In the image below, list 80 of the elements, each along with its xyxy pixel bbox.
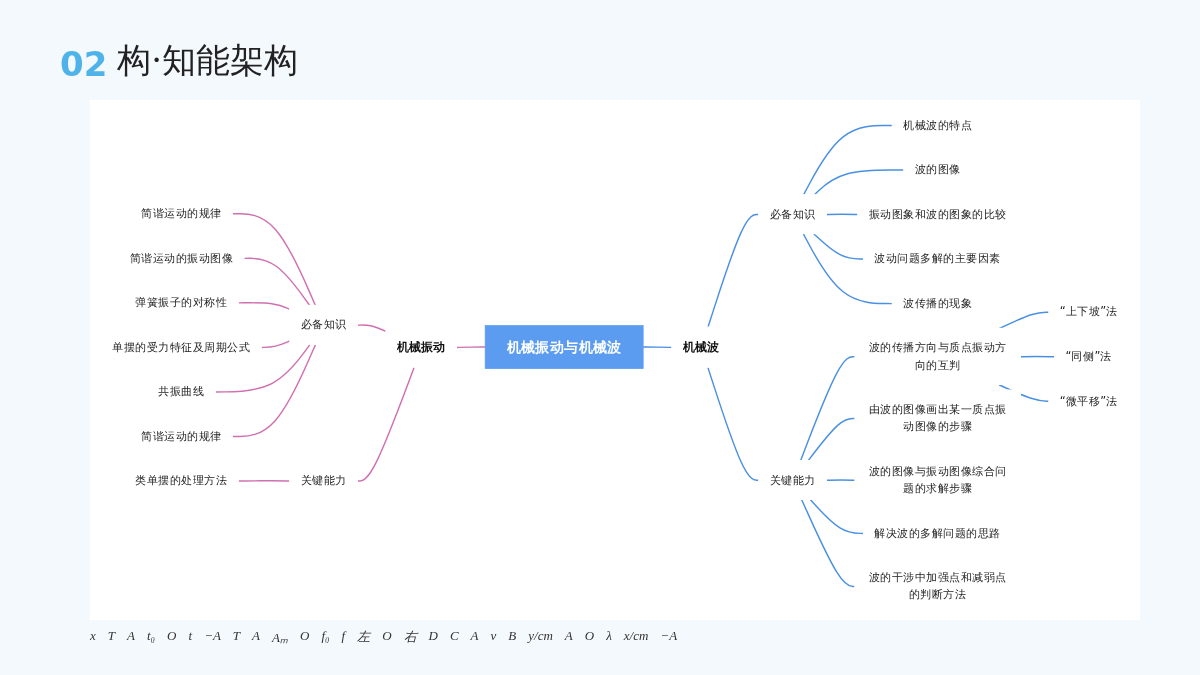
node-text: 简谐运动的规律 [141, 428, 222, 443]
connector [807, 417, 857, 462]
connector [707, 366, 760, 482]
axis-label: O [584, 628, 595, 645]
axis-label: O [300, 628, 310, 645]
axis-label: C [449, 628, 459, 645]
axis-label: B [508, 628, 517, 645]
connector [356, 366, 415, 482]
axis-label: f₀ [321, 628, 330, 645]
node-text: 简谐运动的振动图像 [129, 250, 234, 265]
node-text: 简谐运动的规律 [141, 206, 222, 220]
connector [813, 169, 905, 196]
connector [237, 480, 291, 482]
node-text: 关键能力 [769, 472, 816, 487]
node-box: 机械振动与机械波 [484, 325, 644, 369]
node-text: 解决波的多解问题的思路 [874, 525, 1001, 540]
axis-label: −A [660, 628, 678, 645]
connector [356, 324, 388, 333]
node-text: 关键能力 [300, 473, 347, 488]
axis-label: 左 [357, 628, 371, 646]
axis-label: D [428, 628, 438, 645]
axis-label: x/cm [623, 628, 649, 645]
connector [237, 302, 291, 311]
section-number: 02 [60, 44, 108, 84]
node-text: 类单摆的处理方法 [135, 473, 228, 488]
axis-label: Aₘ [272, 629, 288, 646]
axis-label: v [490, 628, 497, 645]
node-text: 振动图象和波的图象的比较 [868, 207, 1007, 221]
connector [825, 479, 857, 482]
axis-label: t₀ [146, 628, 156, 645]
connector [231, 213, 317, 307]
connector [800, 498, 857, 588]
node-text: 单摆的受力特征及周期公式 [112, 339, 251, 354]
node-text: “微平移”法 [1059, 393, 1118, 408]
node-text: 波的干涉中加强点和减弱点的判断方法 [868, 570, 1007, 602]
node-text: 机械振动 [396, 339, 446, 354]
axis-label: O [167, 628, 177, 645]
axis-label: −A [204, 628, 221, 645]
connector [1019, 355, 1056, 358]
axis-label: O [382, 628, 392, 645]
axis-label: A [564, 628, 573, 645]
node-text: 波动问题多解的主要因素 [874, 251, 1001, 266]
node-text: 共振曲线 [158, 384, 205, 399]
connector [799, 355, 857, 462]
node-text: 机械波的特点 [903, 117, 973, 132]
node-text: “上下坡”法 [1059, 304, 1118, 319]
axis-label: A [127, 628, 135, 645]
node-text: “同侧”法 [1065, 349, 1112, 363]
node-text: 波的传播方向与质点振动方向的互判 [868, 340, 1007, 372]
connector [813, 233, 865, 260]
node-text: 由波的图像画出某一质点振动图像的步骤 [868, 402, 1007, 434]
axis-label: λ [606, 628, 612, 645]
page-title: 构·知能架构 [117, 39, 299, 82]
connector [809, 498, 865, 535]
axis-label: T [107, 628, 115, 645]
node-text: 波的图像 [914, 162, 961, 177]
connector [456, 346, 486, 349]
connector [260, 340, 291, 349]
node-text: 机械波 [682, 339, 720, 354]
axis-label: x [90, 628, 96, 645]
connector [642, 346, 673, 349]
node-text: 必备知识 [300, 317, 347, 332]
axis-label: 右 [403, 628, 417, 646]
connector [707, 213, 760, 329]
axis-label: T [232, 628, 241, 645]
connector [214, 343, 311, 393]
connector [243, 257, 311, 307]
node-text: 波的图像与振动图像综合问题的求解步骤 [868, 464, 1007, 496]
node-text: 波传播的现象 [903, 296, 973, 310]
connector [231, 343, 317, 438]
connector [802, 233, 894, 305]
connector [825, 213, 859, 216]
axis-label: f [341, 628, 346, 645]
node-text: 弹簧振子的对称性 [135, 295, 228, 310]
axis-label: t [188, 628, 193, 645]
connector [802, 124, 894, 196]
axis-label: A [252, 628, 261, 645]
axis-label: y/cm [528, 628, 553, 645]
node-text: 必备知识 [769, 207, 816, 221]
axis-label: A [470, 628, 479, 645]
